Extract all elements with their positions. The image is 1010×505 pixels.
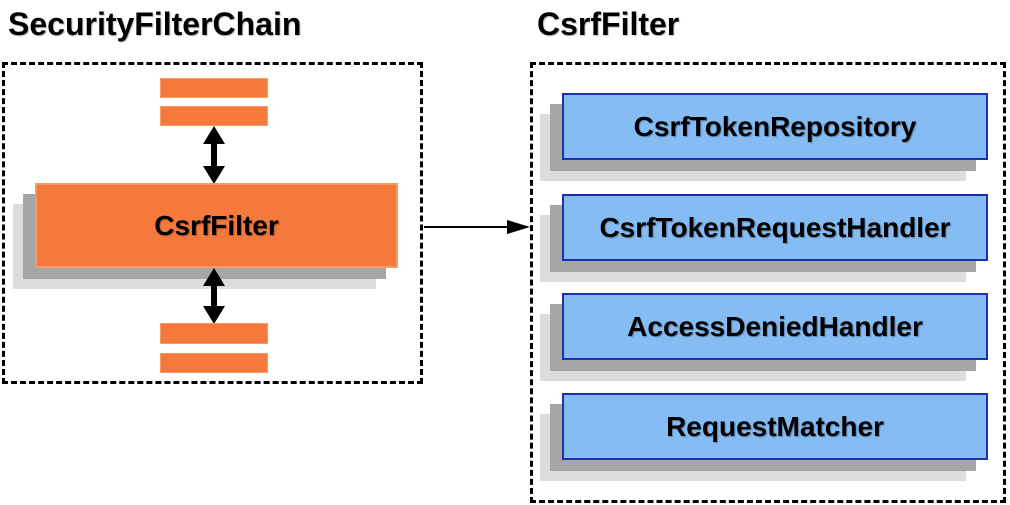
component-label: CsrfTokenRepository (562, 93, 988, 160)
security-filter-chain-container (2, 62, 423, 384)
component-box-csrf-token-request-handler: CsrfTokenRequestHandler (540, 194, 988, 282)
up-down-arrow-icon (203, 126, 225, 184)
filter-chain-bar (160, 78, 268, 98)
filter-chain-bar (160, 323, 268, 344)
component-label: CsrfTokenRequestHandler (562, 194, 988, 261)
security-filter-chain-title: SecurityFilterChain (8, 6, 302, 42)
csrf-filter-container (530, 62, 1006, 503)
csrf-filter-box: CsrfFilter (13, 183, 398, 289)
filter-chain-bar (160, 353, 268, 373)
up-down-arrow-icon (203, 268, 225, 324)
component-box-request-matcher: RequestMatcher (540, 393, 988, 481)
csrf-filter-title: CsrfFilter (537, 6, 680, 42)
csrf-filter-box-label: CsrfFilter (35, 183, 398, 268)
component-label: RequestMatcher (562, 393, 988, 460)
filter-chain-bar (160, 106, 268, 126)
component-box-csrf-token-repository: CsrfTokenRepository (540, 93, 988, 181)
component-label: AccessDeniedHandler (562, 293, 988, 360)
component-box-access-denied-handler: AccessDeniedHandler (540, 293, 988, 381)
right-arrow-icon (424, 220, 530, 234)
